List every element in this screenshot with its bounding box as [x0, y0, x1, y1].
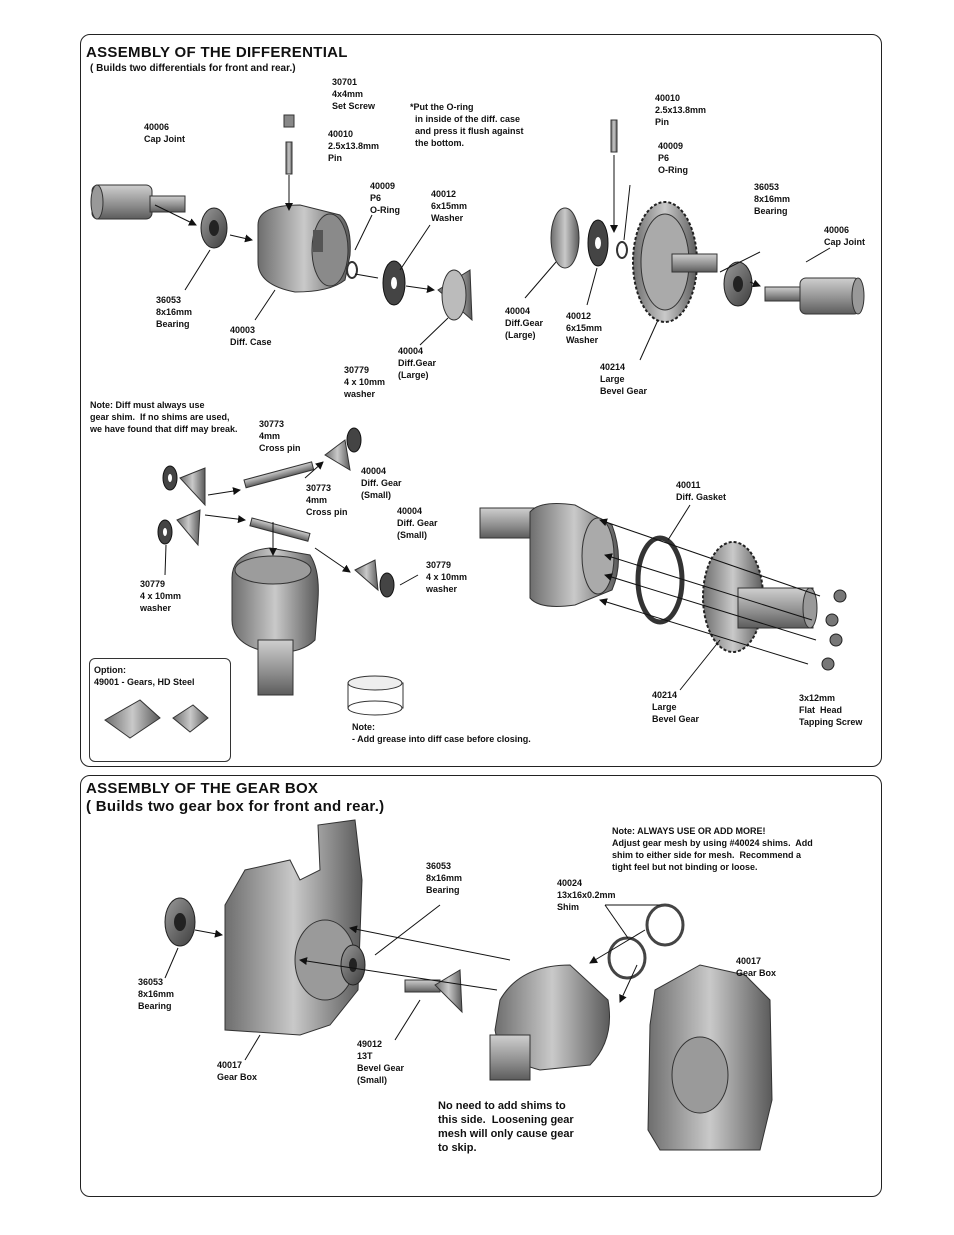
washer-left	[382, 260, 406, 306]
label-oring-right: 40009 P6 O-Ring	[658, 141, 688, 175]
label-diff-gear-small-1: 40004 Diff. Gear (Small)	[361, 466, 402, 500]
label-gear-box-left: 40017 Gear Box	[217, 1060, 258, 1082]
label-cap-joint-right: 40006 Cap Joint	[824, 225, 866, 247]
diff-gear-small-group	[176, 427, 395, 598]
label-washer-left-bottom: 30779 4 x 10mm washer	[140, 579, 182, 613]
label-washer-right: 40012 6x15mm Washer	[566, 311, 603, 345]
large-bevel-gear-bottom	[702, 541, 818, 653]
label-always-note: Note: ALWAYS USE OR ADD MORE! Adjust gea…	[612, 826, 813, 872]
label-gear-box-right: 40017 Gear Box	[736, 956, 777, 978]
hd-steel-gears	[104, 699, 209, 739]
bearing-left	[200, 207, 228, 249]
label-bevel-gear-top: 40214 Large Bevel Gear	[600, 362, 648, 396]
bearing-gearbox-center	[340, 944, 366, 986]
differential-title: ASSEMBLY OF THE DIFFERENTIAL	[86, 44, 348, 61]
oring-right	[616, 241, 628, 259]
label-bearing-left-gearbox: 36053 8x16mm Bearing	[138, 977, 175, 1011]
label-diff-gasket: 40011 Diff. Gasket	[676, 480, 727, 502]
leader-lines-diff-top-left	[154, 175, 449, 346]
label-option: Option: 49001 - Gears, HD Steel	[94, 665, 195, 687]
leader-lines-diff-mid	[164, 461, 419, 586]
cap-joint-left	[90, 184, 186, 220]
set-screw	[283, 114, 295, 128]
diff-case-open	[231, 547, 319, 696]
label-pin-left: 40010 2.5x13.8mm Pin	[328, 129, 380, 163]
leader-lines-diff-top-right	[524, 155, 831, 361]
gear-box-left	[224, 819, 363, 1036]
label-shim: 40024 13x16x0.2mm Shim	[557, 878, 616, 912]
label-bevel-small: 49012 13T Bevel Gear (Small)	[357, 1039, 405, 1085]
diff-assembly-gearbox	[489, 964, 611, 1081]
label-set-screw: 30701 4x4mm Set Screw	[332, 77, 376, 111]
label-diff-gear-large-center: 40004 Diff.Gear (Large)	[398, 346, 437, 380]
label-washer-left: 40012 6x15mm Washer	[431, 189, 468, 223]
diff-case	[257, 204, 351, 293]
gear-box-right	[647, 964, 773, 1151]
label-oring-note: *Put the O-ring in inside of the diff. c…	[410, 102, 524, 148]
bearing-gearbox-left	[164, 897, 196, 947]
label-diff-gear-large-right: 40004 Diff.Gear (Large)	[505, 306, 544, 340]
differential-subtitle: ( Builds two differentials for front and…	[90, 63, 296, 74]
bearing-right	[723, 261, 753, 307]
gearbox-subtitle: ( Builds two gear box for front and rear…	[86, 798, 385, 815]
pin-right	[610, 119, 618, 153]
label-screw: 3x12mm Flat Head Tapping Screw	[799, 693, 863, 727]
diff-gear-large-right	[550, 207, 580, 269]
label-grease-note: Note: - Add grease into diff case before…	[352, 722, 531, 744]
grease-cup	[347, 675, 404, 716]
large-bevel-gear-top	[632, 201, 718, 323]
label-diff-gear-small-2: 40004 Diff. Gear (Small)	[397, 506, 438, 540]
label-cross-pin-2: 30773 4mm Cross pin	[306, 483, 348, 517]
label-cross-pin-1: 30773 4mm Cross pin	[259, 419, 301, 453]
label-bearing-right: 36053 8x16mm Bearing	[754, 182, 791, 216]
cross-pins	[243, 461, 315, 542]
label-no-shim-note: No need to add shims to this side. Loose…	[438, 1100, 574, 1154]
label-washer-mid: 30779 4 x 10mm washer	[426, 560, 468, 594]
label-pin-right: 40010 2.5x13.8mm Pin	[655, 93, 707, 127]
washers-small-left	[157, 465, 178, 545]
tapping-screws	[821, 589, 847, 671]
diff-assembly-closed	[479, 503, 619, 607]
label-bearing-top-gearbox: 36053 8x16mm Bearing	[426, 861, 463, 895]
leader-lines-gearbox	[164, 904, 660, 1061]
label-bevel-gear-bottom: 40214 Large Bevel Gear	[652, 690, 700, 724]
label-oring-left: 40009 P6 O-Ring	[370, 181, 400, 215]
gearbox-title: ASSEMBLY OF THE GEAR BOX	[86, 780, 319, 797]
diff-gasket	[635, 535, 685, 625]
label-shim-note: Note: Diff must always use gear shim. If…	[90, 400, 238, 434]
label-diff-case: 40003 Diff. Case	[230, 325, 272, 347]
oring-left	[346, 261, 358, 279]
label-cap-joint-left: 40006 Cap Joint	[144, 122, 186, 144]
cap-joint-right	[764, 277, 865, 315]
shims	[607, 903, 685, 980]
diff-gear-large-left	[437, 269, 473, 322]
bevel-gear-small	[404, 969, 463, 1014]
washer-right	[587, 219, 609, 267]
option-box	[89, 658, 231, 762]
label-bearing-left: 36053 8x16mm Bearing	[156, 295, 193, 329]
label-washer-top: 30779 4 x 10mm washer	[344, 365, 386, 399]
pin-left	[285, 141, 293, 175]
leader-lines-diff-mid-right	[599, 504, 821, 691]
